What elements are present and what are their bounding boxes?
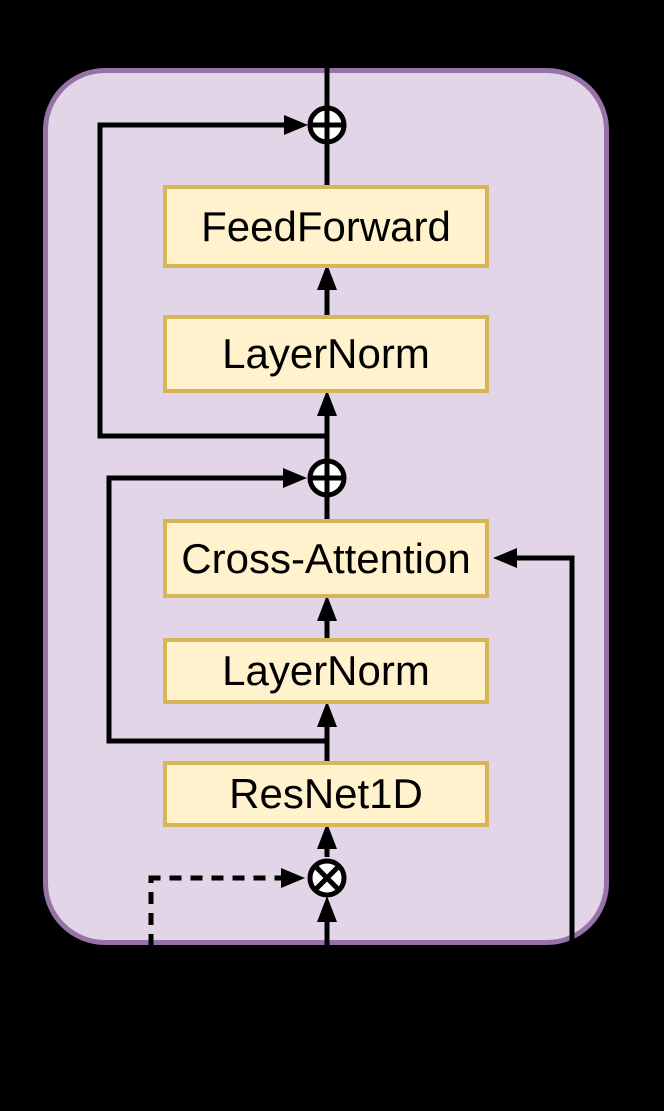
arrowhead-up-cross-attention bbox=[317, 595, 337, 621]
node-layernorm-bottom-label: LayerNorm bbox=[222, 647, 430, 694]
arrowhead-right-add-top bbox=[284, 115, 308, 135]
arrowhead-up-layernorm-bottom bbox=[317, 701, 337, 727]
node-layernorm-top: LayerNorm bbox=[163, 315, 489, 393]
node-feedforward-label: FeedForward bbox=[201, 202, 451, 250]
node-layernorm-top-label: LayerNorm bbox=[222, 330, 430, 377]
node-feedforward: FeedForward bbox=[163, 185, 489, 268]
node-layernorm-bottom: LayerNorm bbox=[163, 638, 489, 704]
arrowhead-up-layernorm-top bbox=[317, 390, 337, 416]
arrowhead-up-resnet1d bbox=[317, 823, 337, 849]
node-resnet1d: ResNet1D bbox=[163, 761, 489, 827]
arrowhead-right-multiply bbox=[281, 868, 305, 888]
node-cross-attention: Cross-Attention bbox=[163, 519, 489, 598]
arrowhead-left-cross-attention bbox=[493, 548, 517, 568]
add-operator-middle-icon bbox=[307, 458, 347, 498]
arrowhead-up-multiply bbox=[317, 896, 337, 922]
arrowhead-up-feedforward bbox=[317, 264, 337, 290]
add-operator-top-icon bbox=[307, 105, 347, 145]
multiply-operator-icon bbox=[307, 858, 347, 898]
node-resnet1d-label: ResNet1D bbox=[229, 770, 423, 817]
node-cross-attention-label: Cross-Attention bbox=[181, 534, 471, 582]
arrowhead-right-add-middle bbox=[283, 468, 307, 488]
